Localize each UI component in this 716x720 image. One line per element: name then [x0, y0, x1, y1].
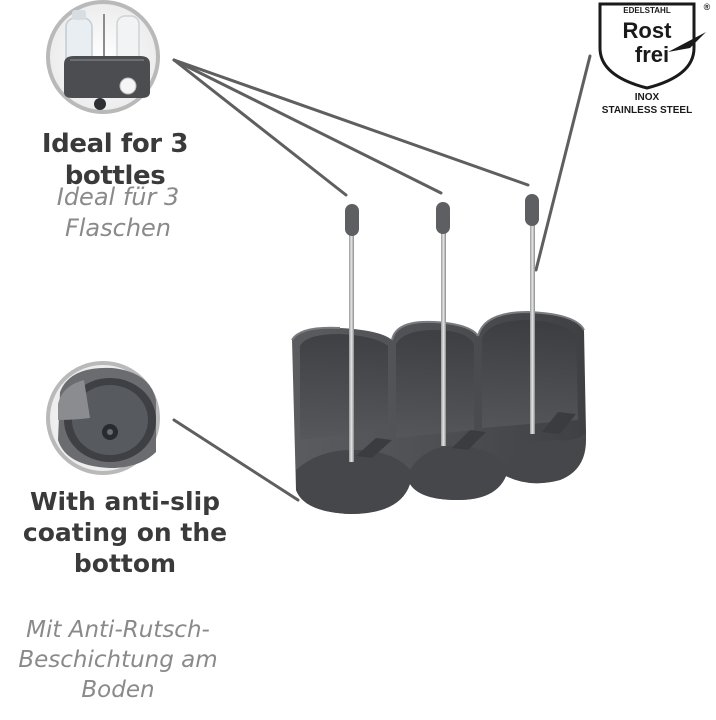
rod-cap-1: [345, 204, 359, 236]
rod-cap-2: [436, 202, 450, 234]
svg-text:®: ®: [704, 2, 711, 12]
svg-text:STAINLESS STEEL: STAINLESS STEEL: [602, 105, 692, 116]
feature-title-bottles: Ideal for 3 bottles: [0, 128, 230, 192]
subtitle-line: Boden: [81, 676, 155, 703]
title-line: With anti-slip: [29, 487, 221, 516]
subtitle-line: Ideal für 3: [56, 183, 180, 211]
thumbnail-bottles: [46, 0, 160, 114]
feature-subtitle-antislip: Mit Anti-Rutsch- Beschichtung am Boden: [0, 616, 236, 706]
rod-2: [441, 218, 446, 446]
callout-line-seal: [534, 54, 592, 272]
subtitle-line: Beschichtung am: [18, 646, 218, 673]
bottle-holder: [291, 310, 586, 514]
feature-subtitle-bottles: Ideal für 3 Flaschen: [20, 182, 216, 244]
rod-1: [349, 220, 354, 462]
callout-line-bottom: [172, 418, 300, 502]
callout-line-2: [172, 58, 443, 195]
feature-title-antislip: With anti-slip coating on the bottom: [0, 486, 250, 579]
callout-lines: [172, 54, 592, 502]
title-line: bottom: [73, 549, 177, 578]
svg-text:EDELSTAHL: EDELSTAHL: [623, 6, 671, 15]
thumbnail-antislip: [46, 361, 160, 475]
title-line: coating on the: [22, 518, 228, 547]
callout-line-1: [172, 58, 348, 197]
stainless-steel-seal: EDELSTAHL ® Rost frei INOX STAINLESS STE…: [598, 2, 711, 116]
rod-3: [530, 210, 535, 434]
svg-text:frei: frei: [635, 42, 669, 67]
feature-title-bottles-text: Ideal for 3 bottles: [41, 129, 189, 192]
subtitle-line: Mit Anti-Rutsch-: [26, 617, 210, 643]
rod-cap-3: [525, 194, 539, 226]
callout-line-3: [172, 58, 530, 187]
subtitle-line: Flaschen: [64, 214, 172, 243]
stainless-rods: [345, 194, 539, 462]
svg-text:INOX: INOX: [635, 92, 660, 103]
svg-text:Rost: Rost: [623, 18, 673, 43]
